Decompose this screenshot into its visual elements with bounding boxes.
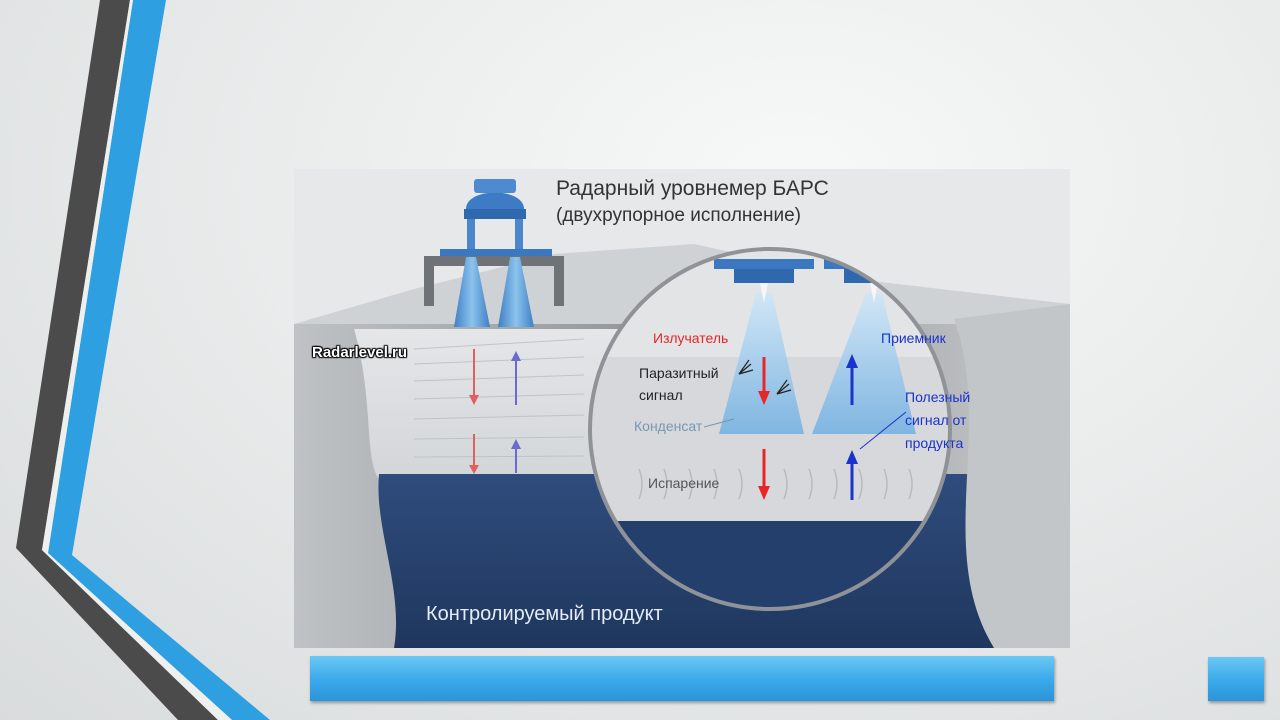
evaporation-label: Испарение [648, 475, 720, 491]
slide-number-square [1208, 657, 1264, 701]
useful-signal-label: Полезный сигнал от продукта [905, 389, 971, 451]
condensate-label: Конденсат [634, 418, 703, 434]
diagram-title: Радарный уровнемер БАРС [556, 177, 829, 200]
product-label: Контролируемый продукт [426, 603, 663, 625]
watermark-label: Radarlevel.ru [312, 344, 408, 361]
diagram-subtitle: (двухрупорное исполнение) [556, 205, 801, 226]
receiver-label: Приемник [881, 330, 946, 346]
emitter-label: Излучатель [653, 330, 729, 346]
radar-level-gauge-diagram: Радарный уровнемер БАРС (двухрупорное ис… [294, 169, 1070, 648]
footer-accent-bar [310, 656, 1054, 701]
parasitic-signal-label: Паразитный сигнал [639, 365, 719, 403]
